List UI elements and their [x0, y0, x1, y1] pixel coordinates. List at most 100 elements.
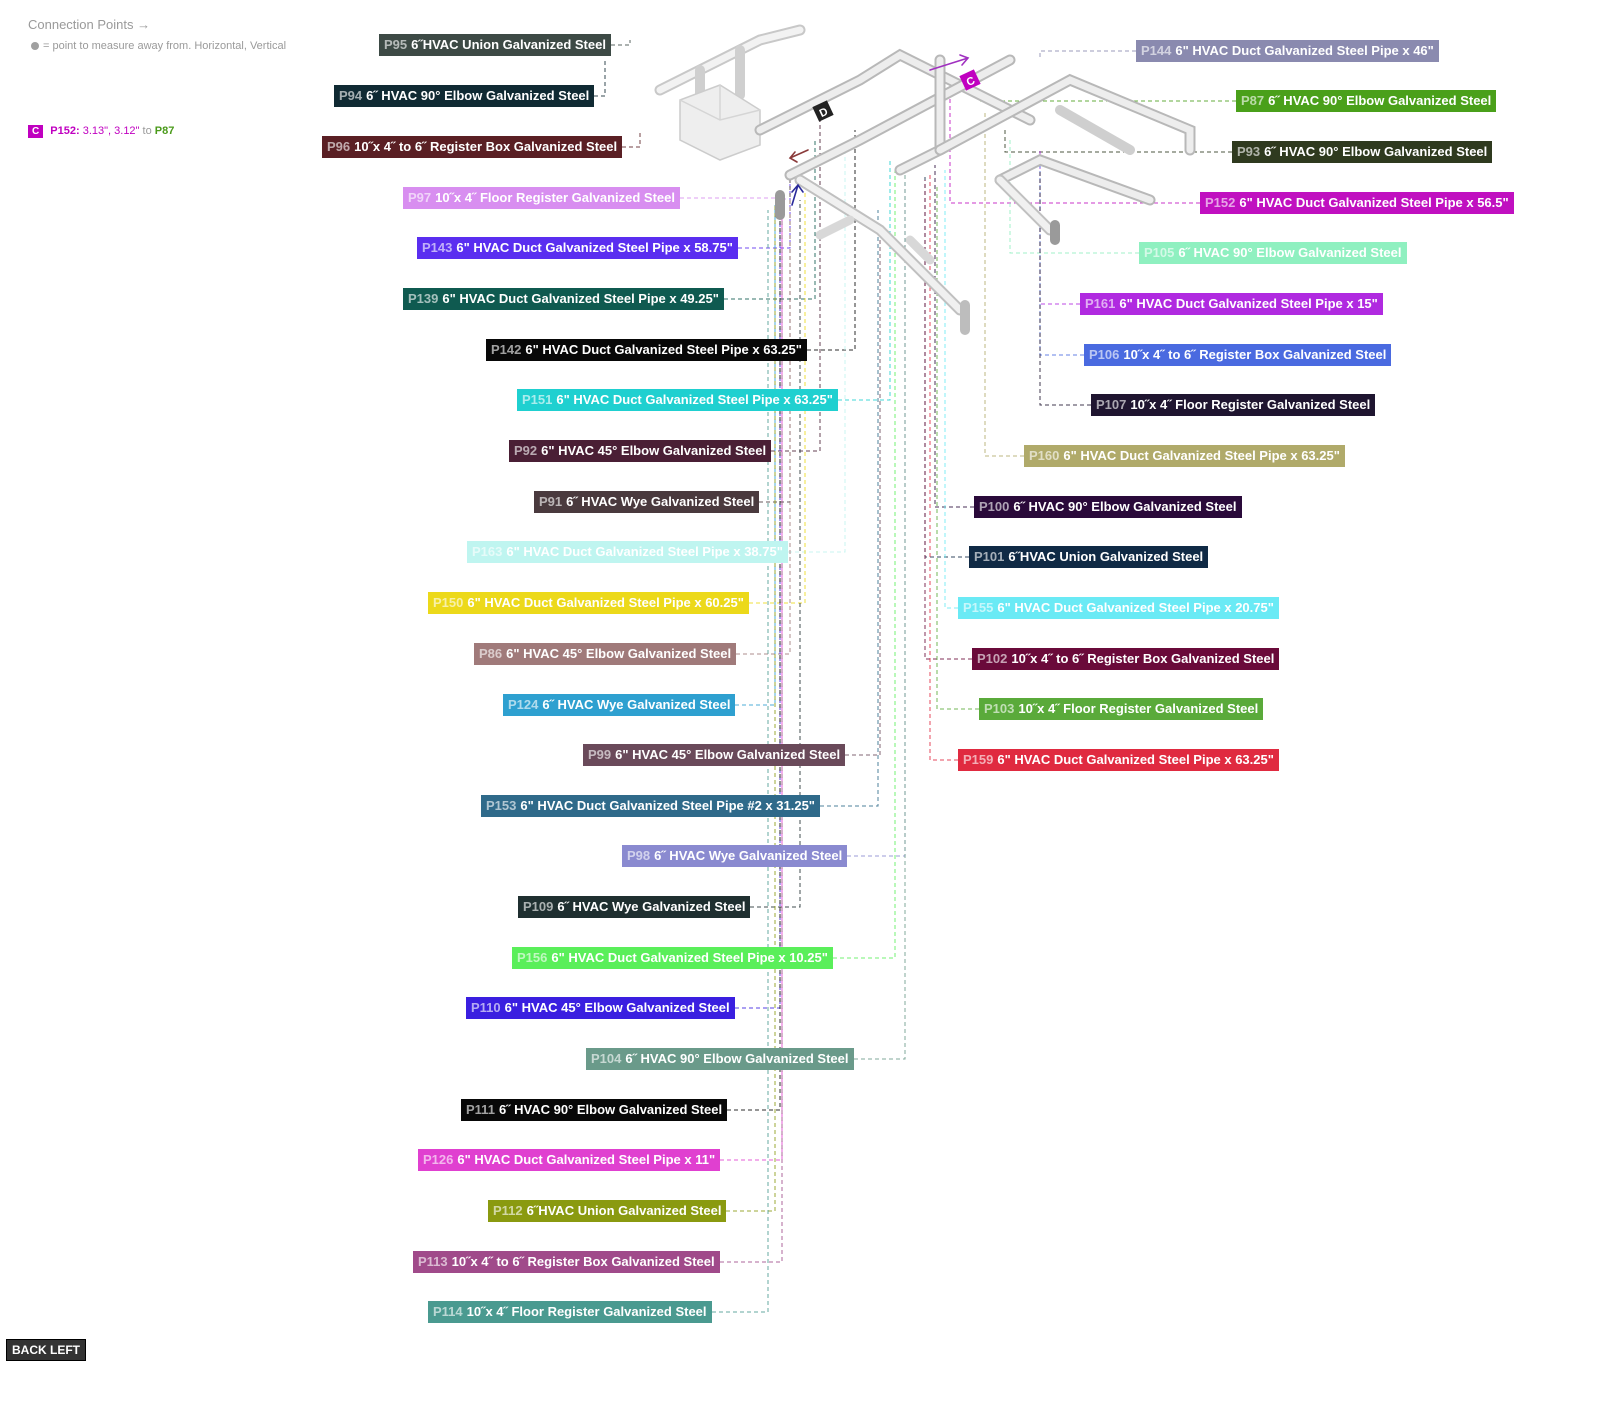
part-description: 6" HVAC Duct Galvanized Steel Pipe x 60.… [467, 595, 744, 610]
part-id: P144 [1141, 43, 1172, 58]
connection-to-word: to [142, 125, 152, 137]
part-id: P99 [588, 747, 612, 762]
part-description: 6" HVAC Duct Galvanized Steel Pipe x 11" [457, 1152, 716, 1167]
leader-line [680, 197, 786, 200]
part-description: 6" HVAC Duct Galvanized Steel Pipe x 63.… [1063, 448, 1340, 463]
leader-line [1039, 150, 1080, 305]
part-description: 10˝x 4˝ to 6˝ Register Box Galvanized St… [354, 139, 618, 154]
connection-target-id: P87 [154, 125, 175, 137]
part-id: P155 [963, 600, 994, 615]
part-description: 6" HVAC Duct Galvanized Steel Pipe #2 x … [520, 798, 815, 813]
back-left-button[interactable]: BACK LEFT [6, 1339, 86, 1361]
connection-point-entry[interactable]: C P152: 3.13", 3.12" to P87 [28, 125, 174, 138]
part-id: P114 [433, 1304, 463, 1319]
leader-line [736, 200, 791, 655]
part-id: P95 [384, 37, 408, 52]
part-id: P107 [1096, 397, 1127, 412]
part-description: 6˝ HVAC Wye Galvanized Steel [557, 899, 746, 914]
part-description: 6" HVAC Duct Galvanized Steel Pipe x 46" [1175, 43, 1434, 58]
part-id: P111 [466, 1102, 495, 1117]
part-description: 6˝ HVAC 90° Elbow Galvanized Steel [1178, 245, 1402, 260]
leader-line [949, 90, 1200, 204]
part-description: 10˝x 4˝ Floor Register Galvanized Steel [1018, 701, 1259, 716]
part-id: P151 [522, 392, 553, 407]
part-description: 6˝ HVAC 90° Elbow Galvanized Steel [1264, 144, 1488, 159]
part-description: 6" HVAC Duct Galvanized Steel Pipe x 20.… [997, 600, 1274, 615]
leader-line [738, 175, 791, 249]
part-description: 6" HVAC Duct Galvanized Steel Pipe x 10.… [551, 950, 828, 965]
leader-line [594, 60, 606, 97]
part-description: 6˝ HVAC Wye Galvanized Steel [654, 848, 843, 863]
part-id: P110 [471, 1000, 501, 1015]
part-description: 6˝ HVAC 90° Elbow Galvanized Steel [1013, 499, 1237, 514]
part-description: 6" HVAC 45° Elbow Galvanized Steel [504, 1000, 730, 1015]
part-description: 6˝ HVAC 90° Elbow Galvanized Steel [366, 88, 590, 103]
part-description: 10˝x 4˝ Floor Register Galvanized Steel [435, 190, 675, 205]
part-description: 6" HVAC Duct Galvanized Steel Pipe x 49.… [442, 291, 719, 306]
leader-line [936, 185, 979, 710]
leader-line [924, 175, 969, 558]
part-description: 6˝HVAC Union Galvanized Steel [526, 1203, 722, 1218]
duct-run-back-left [654, 24, 806, 115]
part-description: 10˝x 4˝ to 6˝ Register Box Galvanized St… [1123, 347, 1387, 362]
duct-trunk-main [754, 48, 1036, 316]
part-description: 6" HVAC Duct Galvanized Steel Pipe x 38.… [506, 544, 783, 559]
part-description: 6" HVAC 45° Elbow Galvanized Steel [506, 646, 732, 661]
leader-line [1009, 140, 1139, 254]
part-id: P139 [408, 291, 439, 306]
part-id: P153 [486, 798, 517, 813]
part-id: P160 [1029, 448, 1060, 463]
duct-run-right [934, 73, 1196, 236]
drop-registers [775, 190, 1060, 335]
leader-line [924, 180, 972, 660]
part-description: 6˝ HVAC Wye Galvanized Steel [542, 697, 731, 712]
part-id: P101 [974, 549, 1005, 564]
part-id: P156 [517, 950, 548, 965]
svg-text:C: C [965, 75, 977, 89]
part-id: P113 [418, 1254, 448, 1269]
leader-line [934, 165, 974, 508]
part-id: P94 [339, 88, 363, 103]
